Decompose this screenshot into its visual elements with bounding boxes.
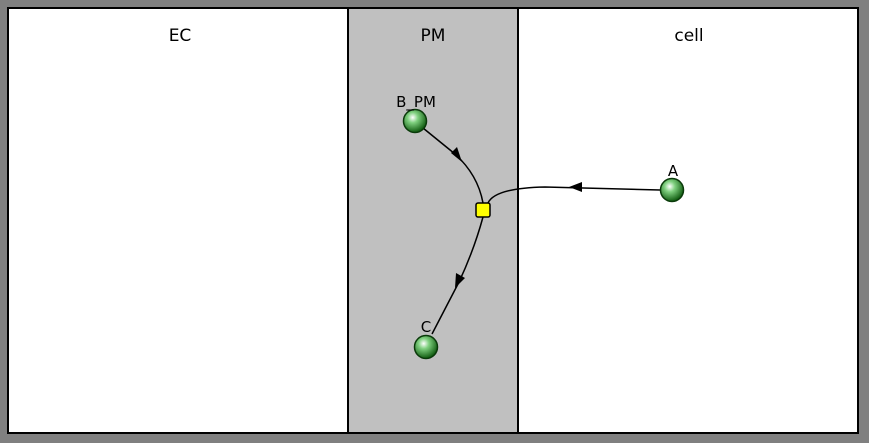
reaction-node[interactable]: [475, 202, 491, 218]
species-a-label: A: [668, 162, 679, 180]
compartment-label-cell: cell: [674, 26, 703, 46]
compartment-label-pm: PM: [421, 26, 446, 46]
species-b-pm-label: B_PM: [396, 93, 436, 112]
edge-a-to-reaction: [487, 186, 661, 204]
compartment-label-ec: EC: [169, 26, 192, 46]
arrowhead-c: [455, 273, 465, 288]
species-b-pm-node[interactable]: [402, 108, 428, 134]
species-a-node[interactable]: [659, 177, 685, 203]
compartment-ec: [7, 7, 349, 434]
arrowhead-b-pm: [451, 147, 462, 162]
arrowhead-a: [569, 182, 582, 192]
compartment-pm: [347, 7, 519, 434]
species-c-label: C: [421, 318, 431, 336]
compartment-cell: [517, 7, 859, 434]
species-c-node[interactable]: [413, 334, 439, 360]
